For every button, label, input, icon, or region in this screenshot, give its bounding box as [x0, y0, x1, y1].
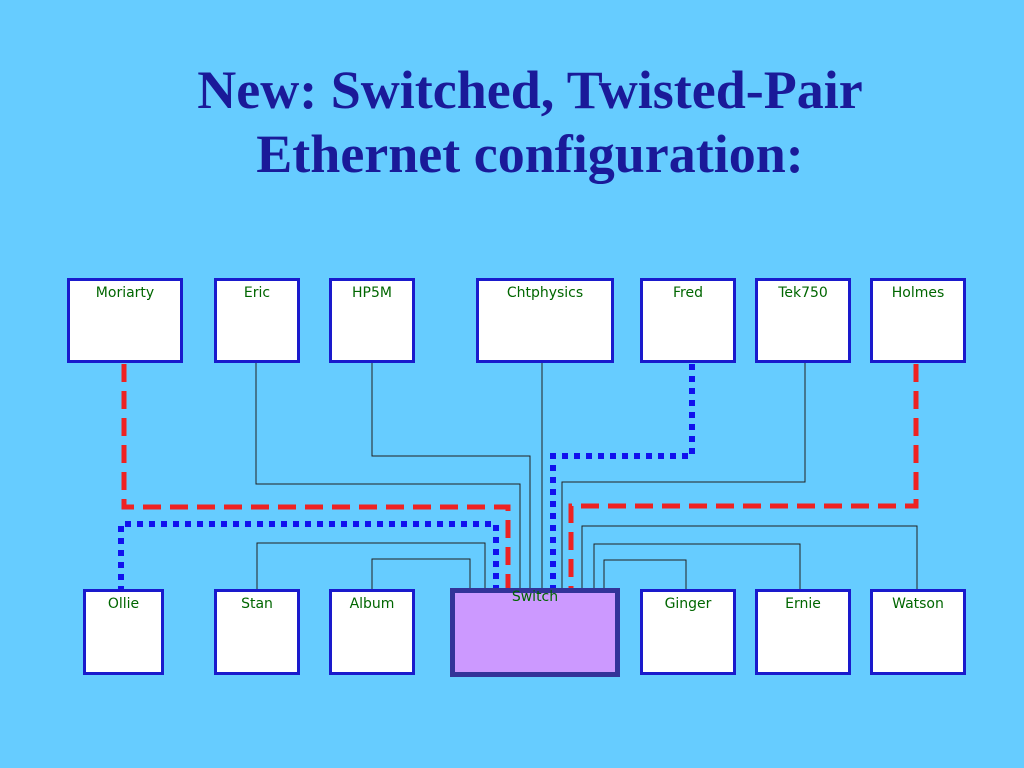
node-watson: Watson: [870, 589, 966, 675]
node-label: HP5M: [352, 285, 392, 301]
node-tek750: Tek750: [755, 278, 851, 363]
node-eric: Eric: [214, 278, 300, 363]
node-moriarty: Moriarty: [67, 278, 183, 363]
node-label: Holmes: [891, 285, 945, 301]
node-label: Fred: [673, 285, 703, 301]
cable-hp5m: [371, 362, 531, 590]
node-label: Ollie: [107, 596, 140, 612]
node-label: Ginger: [664, 596, 712, 612]
node-label: Tek750: [778, 285, 828, 301]
node-label: Moriarty: [95, 285, 155, 301]
node-label: Watson: [892, 596, 944, 612]
node-holmes: Holmes: [870, 278, 966, 363]
path-moriarty-switch: [121, 364, 511, 590]
node-ginger: Ginger: [640, 589, 736, 675]
cable-ginger: [603, 559, 687, 590]
node-label: Stan: [241, 596, 273, 612]
title-line-2: Ethernet configuration:: [256, 124, 804, 184]
node-label: Ernie: [785, 596, 821, 612]
node-label: Album: [349, 596, 395, 612]
title-line-1: New: Switched, Twisted-Pair: [197, 60, 863, 120]
node-album: Album: [329, 589, 415, 675]
cable-album: [371, 558, 471, 590]
node-label: Eric: [243, 285, 271, 301]
node-chtphysics: Chtphysics: [476, 278, 614, 363]
switch-box: Switch: [450, 588, 620, 677]
node-fred: Fred: [640, 278, 736, 363]
cable-eric: [255, 362, 521, 590]
cable-stan: [256, 542, 486, 590]
path-ollie-switch: [118, 521, 499, 592]
cable-watson: [581, 525, 918, 590]
node-hp5m: HP5M: [329, 278, 415, 363]
cable-ernie: [593, 543, 801, 590]
node-label: Chtphysics: [506, 285, 584, 301]
switch-label: Switch: [511, 589, 559, 605]
node-ollie: Ollie: [83, 589, 164, 675]
path-fred-switch: [550, 364, 695, 590]
path-holmes-switch: [568, 364, 919, 590]
node-stan: Stan: [214, 589, 300, 675]
cable-tek750: [561, 362, 806, 590]
node-ernie: Ernie: [755, 589, 851, 675]
slide-title: New: Switched, Twisted-Pair Ethernet con…: [0, 58, 1024, 186]
